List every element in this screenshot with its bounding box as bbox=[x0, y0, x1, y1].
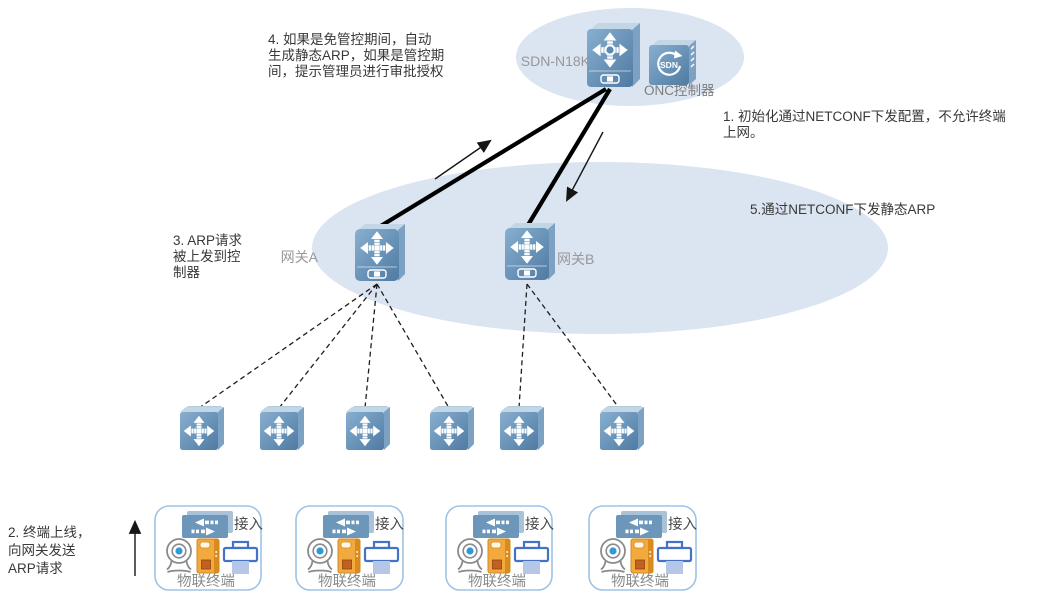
access-label: 接入 bbox=[234, 516, 263, 533]
gateway-a-icon bbox=[355, 224, 405, 281]
note-2: 2. 终端上线， 向网关发送 ARP请求 bbox=[8, 525, 91, 576]
core-switch-icon bbox=[587, 23, 640, 87]
dashed-link bbox=[376, 283, 450, 409]
note-line: 生成静态ARP，如果是管控期 bbox=[268, 48, 444, 63]
terminal-group-label: 物联终端 bbox=[611, 573, 669, 590]
terminal-group: 接入 物联终端 bbox=[445, 505, 554, 591]
gateway-b-icon bbox=[505, 223, 555, 280]
kiosk-icon bbox=[487, 538, 511, 574]
note-line: 5.通过NETCONF下发静态ARP bbox=[750, 202, 935, 217]
core-switch-label: SDN-N18K bbox=[521, 53, 591, 69]
switch-icon bbox=[346, 406, 390, 450]
note-5: 5.通过NETCONF下发静态ARP bbox=[750, 202, 935, 217]
note-1: 1. 初始化通过NETCONF下发配置，不允许终端 上网。 bbox=[723, 108, 1006, 140]
terminal-group-label: 物联终端 bbox=[177, 573, 235, 590]
controller-label: ONC控制器 bbox=[644, 83, 715, 98]
access-switch-icon bbox=[323, 511, 374, 538]
terminal-group-label: 物联终端 bbox=[318, 573, 376, 590]
note-line: 制器 bbox=[173, 265, 200, 280]
terminal-group: 接入 物联终端 bbox=[154, 505, 263, 591]
kiosk-icon bbox=[196, 538, 220, 574]
kiosk-icon bbox=[337, 538, 361, 574]
access-switch-icon bbox=[616, 511, 667, 538]
note-line: 向网关发送 bbox=[8, 543, 76, 558]
note-line: 间，提示管理员进行审批授权 bbox=[268, 63, 444, 79]
dashed-link bbox=[518, 283, 528, 409]
note-line: 3. ARP请求 bbox=[173, 233, 243, 248]
sdn-badge-label: SDN bbox=[660, 60, 678, 70]
switch-icon bbox=[600, 406, 644, 450]
note-line: ARP请求 bbox=[8, 561, 63, 576]
terminal-group: 接入 物联终端 bbox=[295, 505, 404, 591]
access-label: 接入 bbox=[668, 516, 697, 533]
switch-icon bbox=[180, 406, 224, 450]
switch-icon bbox=[260, 406, 304, 450]
note-line: 1. 初始化通过NETCONF下发配置，不允许终端 bbox=[723, 108, 1006, 124]
dashed-link bbox=[278, 283, 378, 409]
note-line: 上网。 bbox=[723, 125, 764, 140]
note-line: 4. 如果是免管控期间，自动 bbox=[268, 32, 432, 47]
note-line: 被上发到控 bbox=[173, 249, 241, 264]
link-core-gateway-a bbox=[377, 87, 608, 229]
switch-icon bbox=[500, 406, 544, 450]
dashed-link bbox=[364, 283, 378, 409]
note-line: 2. 终端上线， bbox=[8, 525, 91, 540]
note-4: 4. 如果是免管控期间，自动 生成静态ARP，如果是管控期 间，提示管理员进行审… bbox=[268, 32, 444, 79]
access-switch-icon bbox=[182, 511, 233, 538]
terminal-group-label: 物联终端 bbox=[468, 573, 526, 590]
dashed-link bbox=[526, 283, 620, 409]
access-label: 接入 bbox=[525, 516, 554, 533]
access-switch-icon bbox=[473, 511, 524, 538]
gateway-b-label: 网关B bbox=[557, 251, 594, 267]
arrow-arp-up bbox=[434, 139, 492, 180]
gateway-a-label: 网关A bbox=[281, 249, 319, 265]
access-label: 接入 bbox=[375, 516, 404, 533]
switch-icon bbox=[430, 406, 474, 450]
terminal-group: 接入 物联终端 bbox=[588, 505, 697, 591]
kiosk-icon bbox=[630, 538, 654, 574]
note-3: 3. ARP请求 被上发到控 制器 bbox=[173, 233, 243, 280]
dashed-link bbox=[198, 283, 378, 409]
link-core-gateway-b bbox=[526, 87, 612, 227]
arrow-arp-down bbox=[566, 131, 604, 202]
fabric-cloud bbox=[312, 162, 888, 334]
